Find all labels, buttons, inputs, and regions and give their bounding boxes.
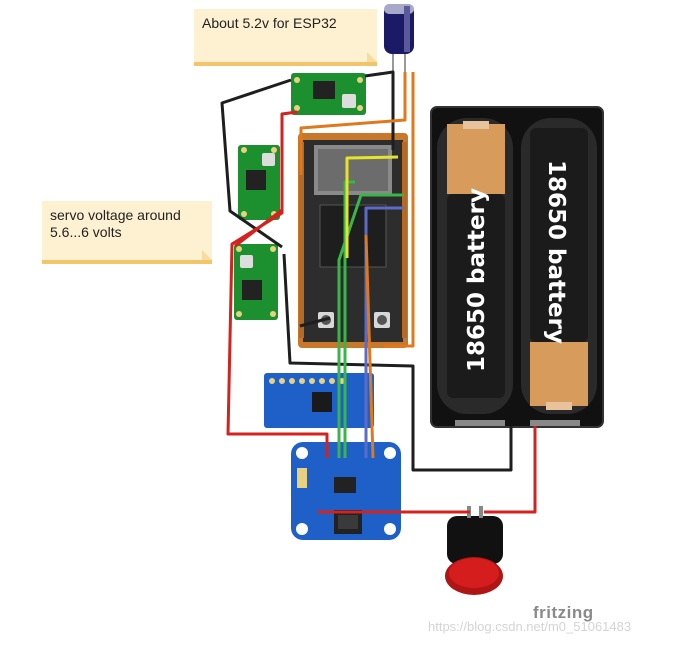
esp32-board (298, 133, 408, 348)
wire-orange-1 (299, 72, 407, 175)
battery-holder: 18650 battery 18650 battery (430, 106, 604, 428)
wire-black-2 (364, 70, 395, 150)
battery-cell-left: 18650 battery (447, 121, 505, 398)
wire-red-4 (234, 208, 283, 248)
current-sensor-board (291, 442, 401, 540)
wire-orange-2 (384, 72, 415, 348)
buck-converter-bottom (234, 244, 278, 320)
wire-green-2 (343, 180, 355, 458)
wire-black-4 (299, 316, 331, 328)
battery-label-right: 18650 battery (543, 160, 569, 344)
imu-sensor-board (264, 373, 374, 428)
esp32-voltage-note: About 5.2v for ESP32 (194, 9, 377, 62)
servo-voltage-note: servo voltage around 5.6...6 volts (42, 201, 212, 260)
servo-voltage-note-line1: servo voltage around (50, 207, 181, 223)
wire-blue-1 (364, 206, 404, 458)
esp32-pins (299, 142, 407, 338)
esp32-voltage-note-text: About 5.2v for ESP32 (202, 15, 337, 31)
wire-green-1 (337, 193, 404, 458)
wire-red-3 (484, 426, 537, 514)
push-button (445, 506, 503, 595)
buck-converter-middle (238, 145, 280, 220)
wire-black-3 (282, 253, 513, 472)
servo-voltage-note-line2: 5.6...6 volts (50, 224, 122, 240)
battery-label-left: 18650 battery (464, 188, 490, 372)
wires (220, 70, 537, 514)
capacitor (384, 4, 414, 80)
buck-converter-top (291, 73, 366, 115)
wire-orange-3 (364, 234, 375, 459)
fritzing-logo: fritzing (533, 603, 594, 622)
battery-cell-right: 18650 battery (530, 128, 588, 410)
watermark-text: https://blog.csdn.net/m0_51061483 (428, 619, 632, 634)
wire-red-1 (226, 110, 329, 458)
wire-yellow-1 (345, 155, 399, 258)
